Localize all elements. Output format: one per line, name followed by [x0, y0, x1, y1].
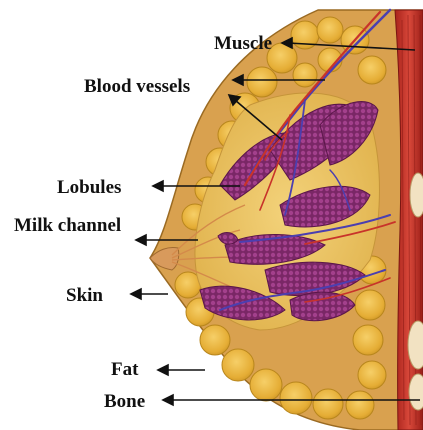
label-fat: Fat	[111, 360, 138, 379]
label-muscle: Muscle	[214, 34, 272, 53]
label-blood-vessels: Blood vessels	[84, 77, 190, 96]
label-lobules: Lobules	[57, 178, 121, 197]
label-skin: Skin	[66, 286, 103, 305]
label-bone: Bone	[104, 392, 145, 411]
label-milk-channel: Milk channel	[14, 216, 121, 235]
